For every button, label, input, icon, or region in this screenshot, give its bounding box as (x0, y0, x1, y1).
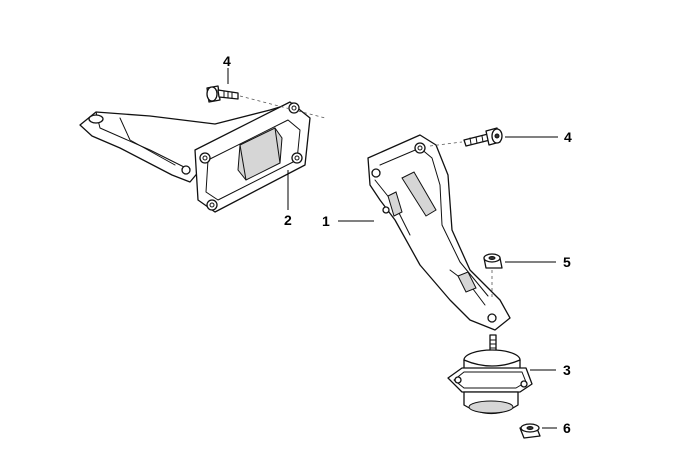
engine-mount (447, 334, 533, 415)
bolt-right (463, 127, 503, 147)
engine-support-bracket-right (367, 134, 511, 331)
callout-2: 2 (284, 212, 292, 228)
nut-6 (519, 423, 541, 439)
engine-support-bracket-left (79, 101, 311, 213)
callout-5: 5 (563, 254, 571, 270)
callout-3: 3 (563, 362, 571, 378)
bolt-top (206, 85, 239, 103)
callout-1: 1 (322, 213, 330, 229)
nut-5 (483, 253, 503, 269)
callout-4-top: 4 (223, 53, 231, 69)
callout-6: 6 (563, 420, 571, 436)
callout-4-right: 4 (564, 129, 572, 145)
